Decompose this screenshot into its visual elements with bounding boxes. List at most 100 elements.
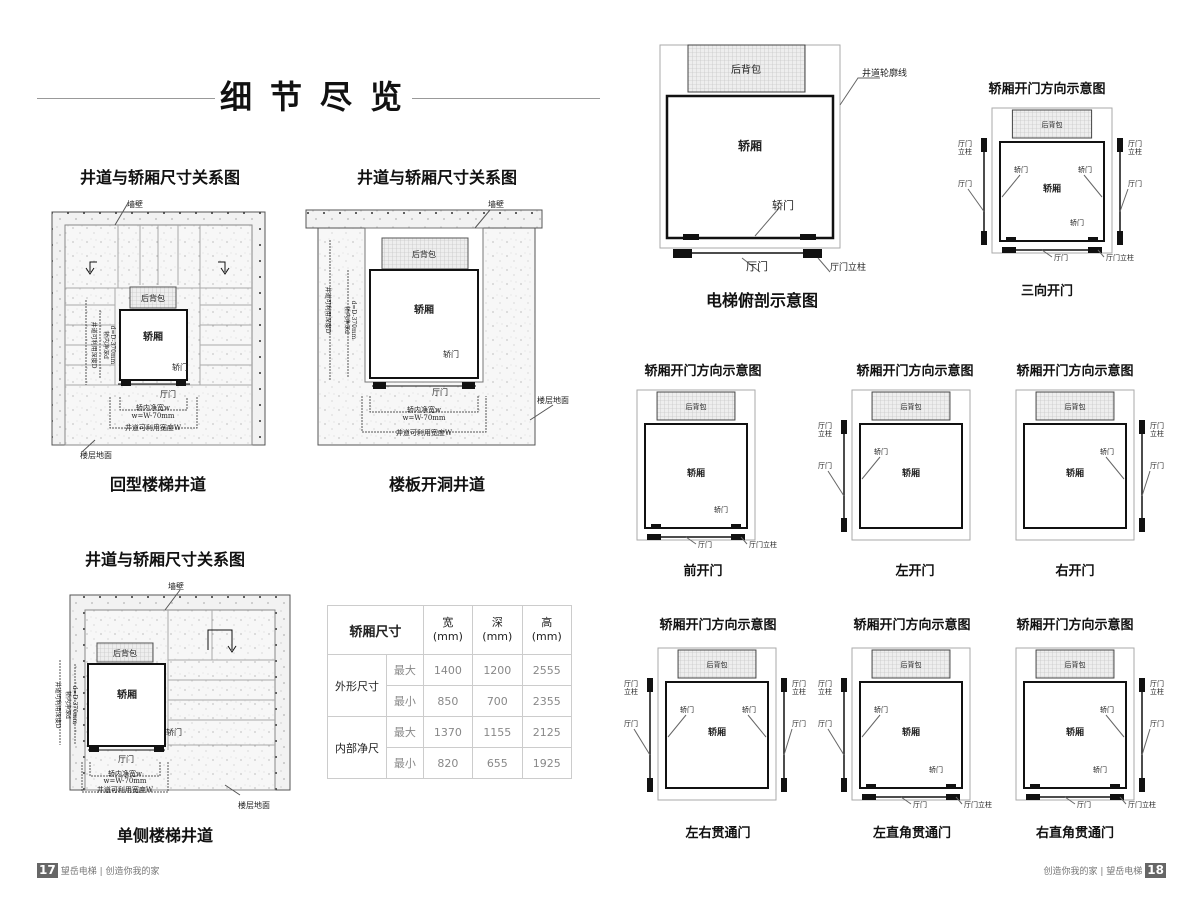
label-inner-width-formula: w=W-70mm: [402, 414, 445, 422]
label-hall-door-post: 立柱: [818, 429, 832, 438]
label-car: 轿厢: [708, 726, 726, 738]
label-hall-door: 厅门: [818, 461, 832, 470]
label-inner-depth-formula: d=D-370mm: [71, 686, 78, 725]
label-inner-depth: 轿内净深d: [64, 691, 72, 719]
label-back-pack: 后背包: [901, 402, 922, 411]
label-hall-door: 厅门: [913, 800, 927, 809]
label-back-pack: 后背包: [707, 660, 728, 669]
stair-arrow-icon: [207, 629, 237, 653]
label-hall-door-post: 厅门: [818, 421, 832, 430]
label-inner-depth: 轿内净深d: [343, 306, 351, 334]
label-hall-door: 厅门: [958, 179, 972, 188]
label-wall: 墙壁: [168, 581, 184, 591]
label-car: 轿厢: [738, 138, 762, 153]
label-hall-door-post: 立柱: [624, 687, 638, 696]
label-shaft-width: 井道可利用宽度W: [97, 785, 154, 794]
door-title-2: 轿厢开门方向示意图: [644, 364, 762, 379]
label-hall-door-post: 立柱: [1150, 687, 1164, 696]
label-hall-door-post: 厅门: [818, 679, 832, 688]
diagram-slab-opening-shaft: [305, 209, 554, 446]
caption-three-way: 三向开门: [1020, 284, 1074, 299]
cell: 850: [422, 685, 474, 717]
label-back-pack: 后背包: [412, 249, 436, 259]
label-car-door: 轿门: [1100, 447, 1114, 456]
footer-right: 创造你我的家 | 望岳电梯 18: [1044, 863, 1166, 878]
label-car: 轿厢: [117, 688, 137, 701]
table-row: 最小 850 700 2355: [328, 685, 573, 717]
caption-section-view: 电梯俯剖示意图: [705, 291, 819, 310]
label-hall-door-post: 立柱: [818, 687, 832, 696]
label-car-door: 轿门: [443, 349, 459, 359]
cell: 1155: [472, 716, 523, 748]
caption-front: 前开门: [683, 564, 723, 579]
label-shaft-depth: 井道可利用深度D: [54, 682, 62, 729]
row-label: 最小: [386, 747, 424, 779]
caption-left: 左开门: [895, 564, 935, 579]
label-hall-door-post: 厅门: [1150, 679, 1164, 688]
label-shaft-depth: 井道可利用深度D: [324, 287, 332, 334]
label-hall-door-post: 厅门: [958, 139, 972, 148]
section-title-a: 井道与轿厢尺寸关系图: [79, 168, 241, 187]
label-car-door: 轿门: [1100, 705, 1114, 714]
label-inner-width-formula: w=W-70mm: [131, 412, 174, 420]
label-hall-door-post: 厅门立柱: [1106, 253, 1134, 262]
label-car-door: 轿门: [874, 705, 888, 714]
label-hall-door-post: 厅门: [624, 679, 638, 688]
label-hall-door-post: 厅门立柱: [964, 800, 992, 809]
label-car: 轿厢: [1043, 183, 1061, 195]
footer-text: 望岳电梯 | 创造你我的家: [60, 867, 160, 877]
col-height: 高(mm): [521, 605, 573, 655]
label-inner-width: 轿内净宽w: [108, 769, 142, 778]
section-title-b: 井道与轿厢尺寸关系图: [356, 168, 518, 187]
car-size-table: 轿厢尺寸 宽(mm) 深(mm) 高(mm) 外形尺寸 最大 1400 1200…: [327, 605, 573, 779]
label-floor: 楼层地面: [80, 450, 112, 460]
cell: 2355: [521, 685, 573, 717]
caption-b: 楼板开洞井道: [388, 475, 486, 494]
footer-left: 17 望岳电梯 | 创造你我的家: [37, 863, 159, 878]
label-car-door: 轿门: [714, 505, 728, 514]
cell: 2555: [521, 654, 573, 686]
label-car-door: 轿门: [1070, 218, 1084, 227]
label-floor: 楼层地面: [537, 395, 569, 405]
label-inner-depth: 轿内净深d: [102, 331, 110, 359]
group-label: 内部净尺: [327, 716, 387, 779]
label-shaft-depth: 井道可利用深度D: [90, 322, 98, 369]
diagram-right-corner-door: 后背包轿厢厅门厅门立柱轿门厅门立柱厅门轿门: [1015, 647, 1164, 809]
label-car-door: 轿门: [929, 765, 943, 774]
label-hall-door-post: 立柱: [792, 687, 806, 696]
label-hall-door-post: 厅门: [1128, 139, 1142, 148]
label-car: 轿厢: [414, 303, 434, 316]
label-car: 轿厢: [902, 726, 920, 738]
cell: 1400: [422, 654, 474, 686]
label-hall-door-post: 厅门: [1150, 421, 1164, 430]
table-row: 内部净尺 最大 1370 1155 2125: [327, 716, 573, 779]
label-car-door: 轿门: [874, 447, 888, 456]
label-car-door: 轿门: [1078, 165, 1092, 174]
label-car-door: 轿门: [1014, 165, 1028, 174]
label-car: 轿厢: [1066, 726, 1084, 738]
stair-arrow-icon: [218, 261, 230, 275]
label-car-door: 轿门: [1093, 765, 1107, 774]
door-title-4: 轿厢开门方向示意图: [1016, 364, 1134, 379]
label-floor: 楼层地面: [238, 800, 270, 810]
label-back-pack: 后背包: [113, 648, 137, 658]
door-title-1: 轿厢开门方向示意图: [988, 82, 1106, 97]
label-back-pack: 后背包: [1042, 120, 1063, 129]
label-hall-door: 厅门: [1054, 253, 1068, 262]
label-hall-door: 厅门: [698, 540, 712, 549]
cell: 1925: [521, 747, 573, 779]
caption-right: 右开门: [1055, 564, 1095, 579]
label-hall-door-post: 厅门: [792, 679, 806, 688]
label-hall-door-post: 立柱: [1150, 429, 1164, 438]
section-title-c: 井道与轿厢尺寸关系图: [84, 550, 246, 569]
table-row: 最小 820 655 1925: [328, 747, 573, 779]
label-car: 轿厢: [902, 467, 920, 479]
diagram-left-corner-door: 后背包轿厢厅门厅门立柱轿门厅门立柱厅门轿门: [818, 647, 992, 809]
door-title-3: 轿厢开门方向示意图: [856, 364, 974, 379]
label-hall-door: 厅门: [118, 754, 134, 764]
caption-a: 回型楼梯井道: [109, 475, 207, 494]
title-rule-left: [37, 98, 215, 99]
